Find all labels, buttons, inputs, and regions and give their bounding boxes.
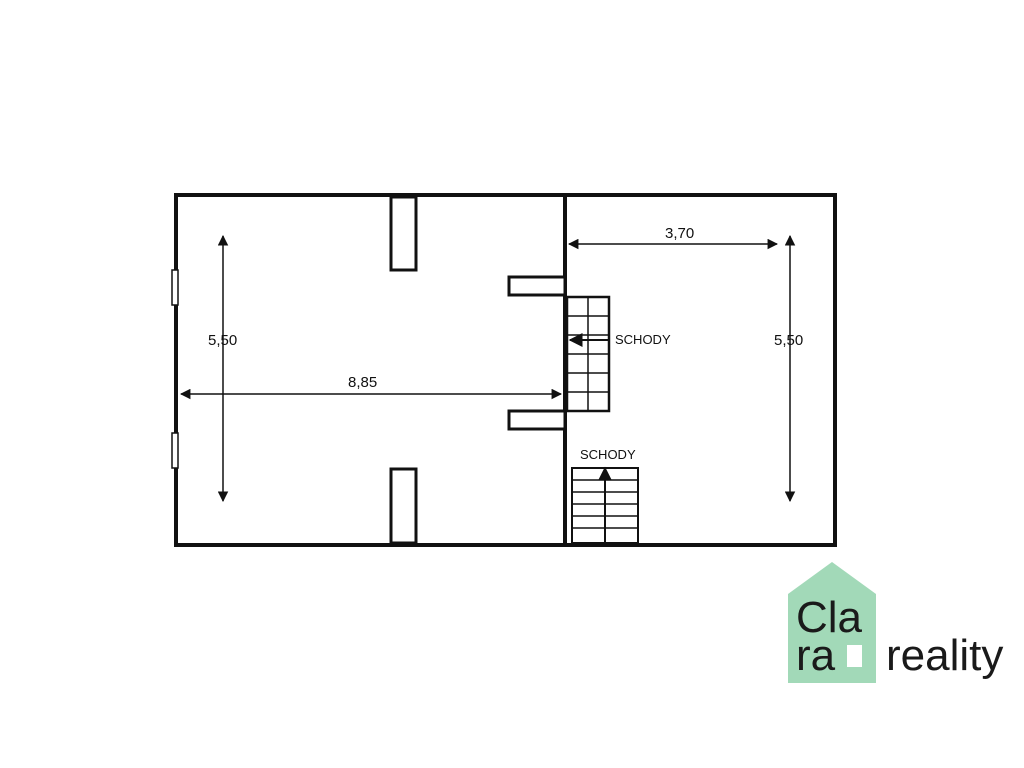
stairs-lower <box>571 466 639 544</box>
stairs-upper <box>565 295 611 413</box>
logo-line1: Cla <box>796 593 863 642</box>
logo-line2: ra <box>796 631 836 680</box>
dim-left-width: 8,85 <box>348 374 377 391</box>
partition-top <box>389 195 418 272</box>
window-left-lower <box>171 432 179 469</box>
logo-door-icon <box>847 645 862 667</box>
logo-suffix: reality <box>886 631 1003 680</box>
stairs-upper-label: SCHODY <box>615 332 671 347</box>
dim-left-height: 5,50 <box>208 332 237 349</box>
wall-stub-upper <box>507 275 567 297</box>
dim-right-width: 3,70 <box>665 225 694 242</box>
wall-stub-lower <box>507 409 567 431</box>
stairs-lower-label: SCHODY <box>580 447 636 462</box>
outer-wall <box>174 193 837 547</box>
window-left-upper <box>171 269 179 306</box>
clara-reality-logo: Cla ra reality <box>788 562 1003 683</box>
partition-bottom <box>389 467 418 545</box>
dim-right-height: 5,50 <box>774 332 803 349</box>
